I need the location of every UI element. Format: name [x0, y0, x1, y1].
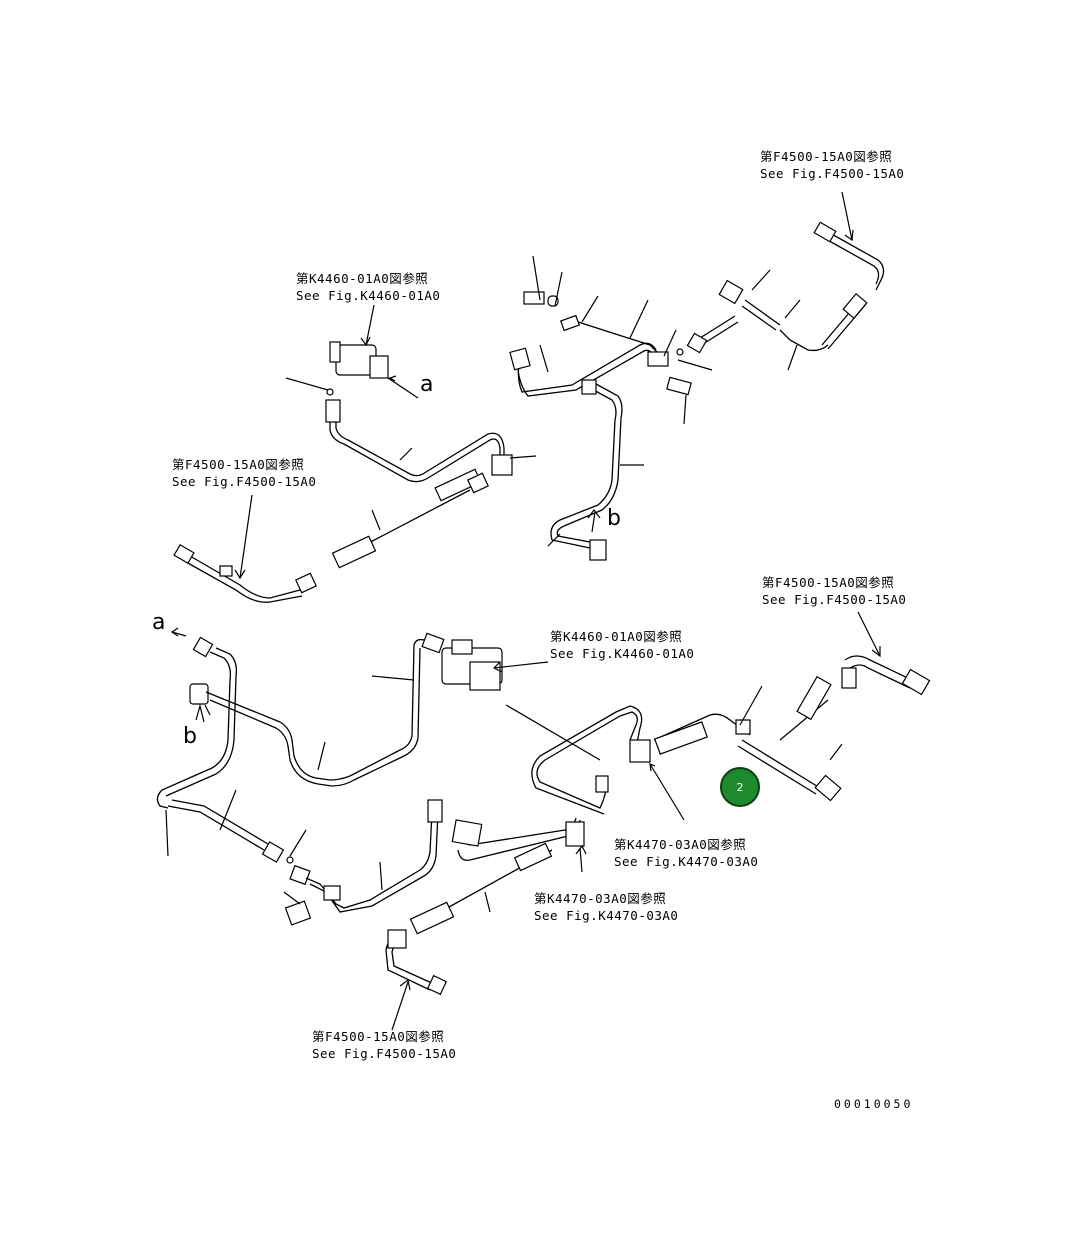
ref-jp-text: 第K4460-01A0図参照: [550, 629, 683, 644]
top-left-valve-assembly: [173, 304, 537, 603]
ref-en-text: See Fig.F4500-15A0: [312, 1046, 457, 1061]
ref-jp-text: 第F4500-15A0図参照: [762, 575, 895, 590]
part-callout-2[interactable]: 2: [720, 767, 760, 807]
ref-en-text: See Fig.K4460-01A0: [296, 288, 441, 303]
letter-b-upper: b: [607, 506, 621, 531]
ref-top-left-valve: 第K4460-01A0図参照 See Fig.K4460-01A0: [296, 270, 440, 304]
ref-center-valve: 第K4460-01A0図参照 See Fig.K4460-01A0: [550, 628, 694, 662]
ref-jp-text: 第F4500-15A0図参照: [312, 1029, 445, 1044]
ref-en-text: See Fig.F4500-15A0: [172, 474, 317, 489]
ref-en-text: See Fig.F4500-15A0: [762, 592, 907, 607]
letter-a-lower: a: [152, 610, 166, 635]
ref-jp-text: 第K4470-03A0図参照: [614, 837, 747, 852]
ref-en-text: See Fig.F4500-15A0: [760, 166, 905, 181]
ref-right-middle: 第F4500-15A0図参照 See Fig.F4500-15A0: [762, 574, 906, 608]
ref-jp-text: 第K4470-03A0図参照: [534, 891, 667, 906]
ref-jp-text: 第F4500-15A0図参照: [172, 457, 305, 472]
ref-lower-right-tee: 第K4470-03A0図参照 See Fig.K4470-03A0: [614, 836, 758, 870]
ref-left-middle: 第F4500-15A0図参照 See Fig.F4500-15A0: [172, 456, 316, 490]
ref-en-text: See Fig.K4470-03A0: [614, 854, 759, 869]
ref-jp-text: 第F4500-15A0図参照: [760, 149, 893, 164]
ref-en-text: See Fig.K4470-03A0: [534, 908, 679, 923]
lower-pipe-assembly: [156, 611, 931, 1031]
ref-jp-text: 第K4460-01A0図参照: [296, 271, 429, 286]
ref-lower-center-tee: 第K4470-03A0図参照 See Fig.K4470-03A0: [534, 890, 678, 924]
letter-b-lower: b: [183, 724, 197, 749]
ref-en-text: See Fig.K4460-01A0: [550, 646, 695, 661]
top-right-hose-assembly: [676, 191, 885, 371]
ref-top-right: 第F4500-15A0図参照 See Fig.F4500-15A0: [760, 148, 904, 182]
top-center-pipe-assembly: [509, 255, 692, 561]
document-number: 00010050: [834, 1097, 914, 1111]
ref-bottom: 第F4500-15A0図参照 See Fig.F4500-15A0: [312, 1028, 456, 1062]
letter-a-upper: a: [420, 372, 434, 397]
